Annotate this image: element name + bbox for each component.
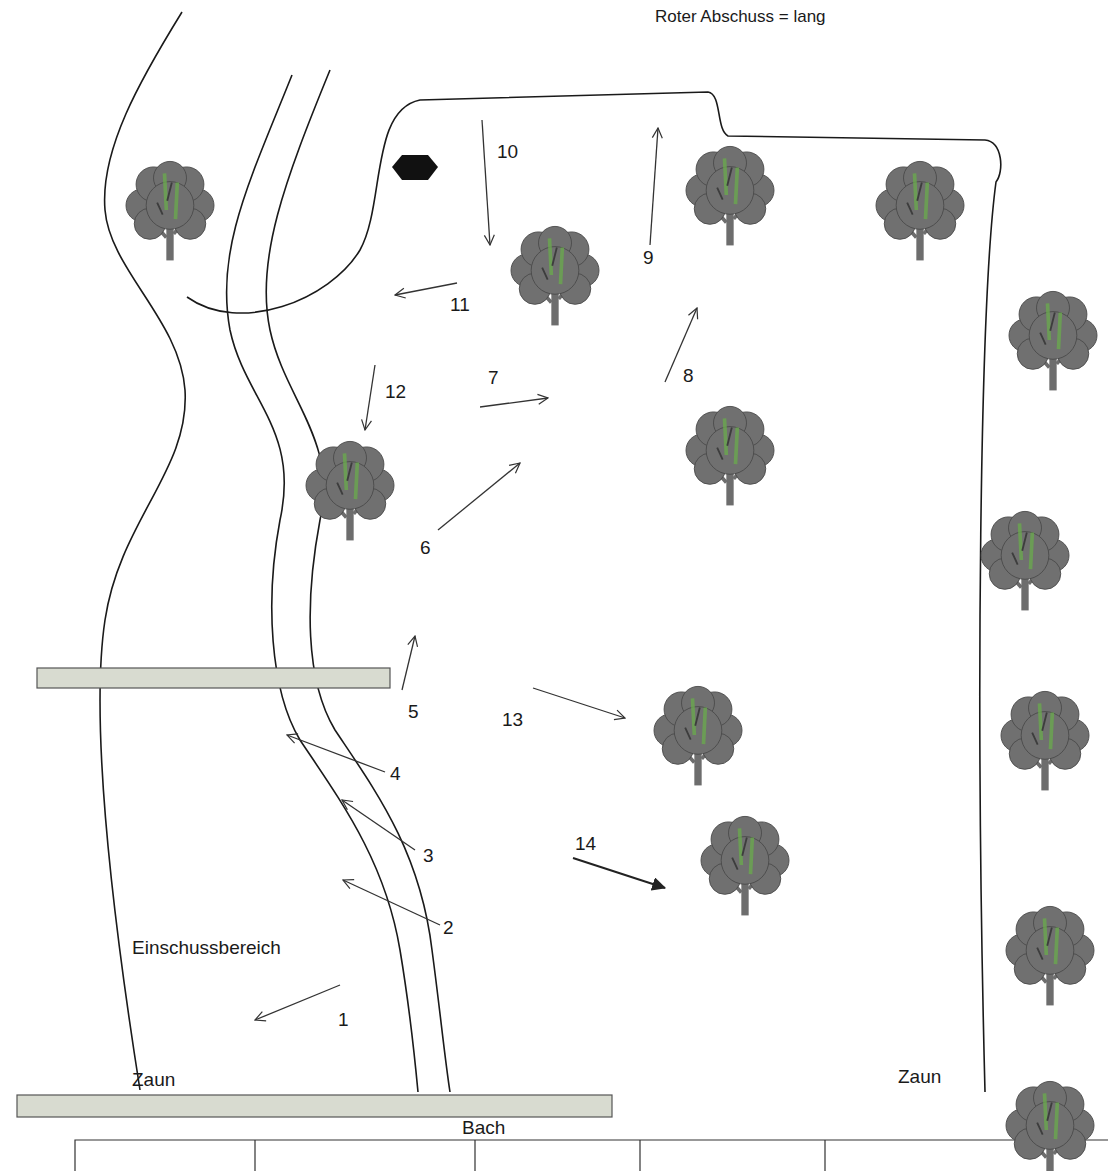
callout-number: 5 xyxy=(408,702,419,723)
callout-number: 3 xyxy=(423,846,434,867)
callout-number: 1 xyxy=(338,1010,349,1031)
callout-number: 13 xyxy=(502,710,523,731)
callout-number: 7 xyxy=(488,368,499,389)
shot-arrows xyxy=(255,120,697,1020)
callout-number: 6 xyxy=(420,538,431,559)
map-label: Roter Abschuss = lang xyxy=(655,8,826,27)
map-label: Einschussbereich xyxy=(132,938,281,959)
trees xyxy=(126,146,1097,1171)
callout-number: 12 xyxy=(385,382,406,403)
callout-number: 9 xyxy=(643,248,654,269)
map-label: Zaun xyxy=(898,1067,941,1088)
callout-number: 11 xyxy=(450,295,470,316)
callout-number: 8 xyxy=(683,366,694,387)
map-label: Bach xyxy=(462,1118,505,1139)
map-label: Zaun xyxy=(132,1070,175,1091)
callout-number: 2 xyxy=(443,918,454,939)
callout-number: 4 xyxy=(390,764,401,785)
callout-number: 10 xyxy=(497,142,518,163)
callout-number: 14 xyxy=(575,834,596,855)
